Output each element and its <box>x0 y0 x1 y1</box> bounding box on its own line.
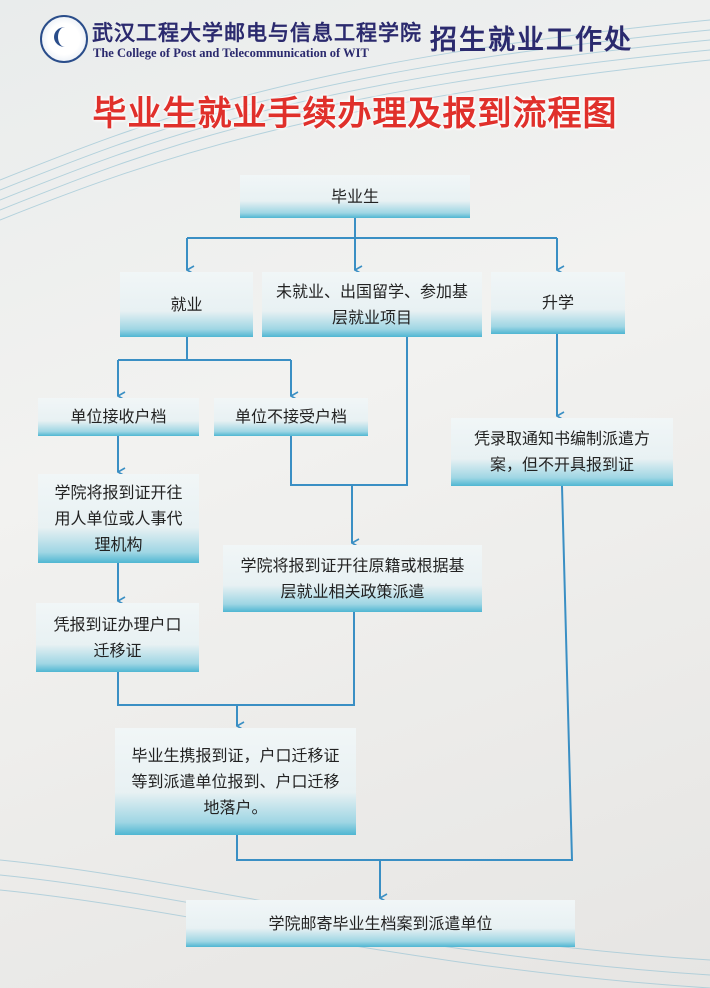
connector <box>290 337 408 486</box>
node-unit-accepts: 单位接收户档 <box>38 398 199 436</box>
node-further-study: 升学 <box>491 272 625 334</box>
node-unemployed: 未就业、出国留学、参加基层就业项目 <box>262 272 482 337</box>
connector <box>187 218 557 239</box>
node-send-to-employer: 学院将报到证开往用人单位或人事代理机构 <box>38 474 199 563</box>
node-report: 毕业生携报到证，户口迁移证等到派遣单位报到、户口迁移地落户。 <box>115 728 356 835</box>
college-logo <box>40 15 88 63</box>
node-mail-archive: 学院邮寄毕业生档案到派遣单位 <box>186 900 575 947</box>
node-unit-not-accepts: 单位不接受户档 <box>214 398 368 436</box>
college-name-cn: 武汉工程大学邮电与信息工程学院 <box>92 20 422 45</box>
node-employed: 就业 <box>120 272 253 337</box>
college-name-en: The College of Post and Telecommunicatio… <box>93 46 369 60</box>
connector <box>236 485 574 861</box>
node-send-to-origin: 学院将报到证开往原籍或根据基层就业相关政策派遣 <box>223 545 482 612</box>
node-admission-notice: 凭录取通知书编制派遣方案，但不开具报到证 <box>451 418 673 486</box>
page-title: 毕业生就业手续办理及报到流程图 <box>92 94 618 134</box>
node-hukou-transfer: 凭报到证办理户口迁移证 <box>36 603 199 672</box>
connector <box>118 337 291 361</box>
node-graduate: 毕业生 <box>240 175 470 218</box>
office-name: 招生就业工作处 <box>430 25 633 56</box>
